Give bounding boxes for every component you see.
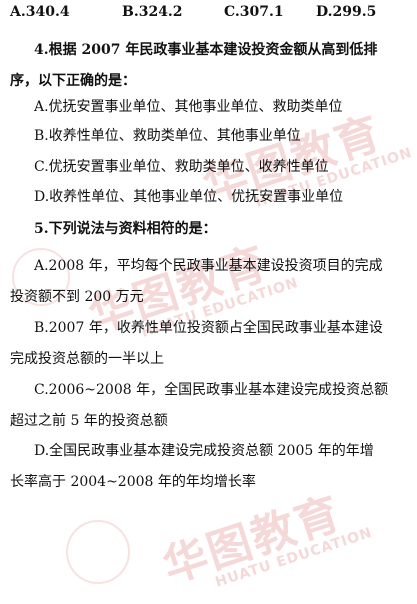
watermark-english: HUATU EDUCATION	[213, 524, 375, 591]
q5-option-b-line2: 完成投资总额的一半以上	[10, 351, 164, 367]
q4-option-d: D.收养性单位、其他事业单位、优抚安置事业单位	[34, 189, 344, 205]
q5-option-c-line1: C.2006~2008 年，全国民政事业基本建设完成投资总额	[34, 382, 389, 398]
q4-option-a: A.优抚安置事业单位、其他事业单位、救助类单位	[34, 99, 343, 115]
option-a: A.340.4	[10, 4, 70, 20]
q5-option-c-line2: 超过之前 5 年的投资总额	[10, 413, 168, 429]
option-d: D.299.5	[316, 4, 377, 20]
q4-option-c: C.优抚安置事业单位、救助类单位、收养性单位	[34, 159, 329, 175]
q5-stem: 5.下列说法与资料相符的是：	[34, 221, 217, 237]
option-c: C.307.1	[224, 4, 284, 20]
watermark-seal-2	[66, 520, 130, 584]
q5-option-d-line2: 长率高于 2004~2008 年的年均增长率	[10, 474, 256, 490]
q5-option-a-line2: 投资额不到 200 万元	[10, 289, 144, 305]
q4-option-b: B.收养性单位、救助类单位、其他事业单位	[34, 128, 301, 144]
q5-option-b-line1: B.2007 年，收养性单位投资额占全国民政事业基本建设	[34, 320, 383, 336]
option-b: B.324.2	[122, 4, 183, 20]
q4-stem-line2: 序，以下正确的是：	[10, 73, 136, 89]
q5-option-d-line1: D.全国民政事业基本建设完成投资总额 2005 年的年增	[34, 443, 374, 459]
q5-option-a-line1: A.2008 年，平均每个民政事业基本建设投资项目的完成	[34, 258, 383, 274]
previous-question-options: A.340.4 B.324.2 C.307.1 D.299.5	[10, 4, 410, 24]
q4-stem-line1: 4.根据 2007 年民政事业基本建设投资金额从高到低排	[34, 42, 378, 58]
